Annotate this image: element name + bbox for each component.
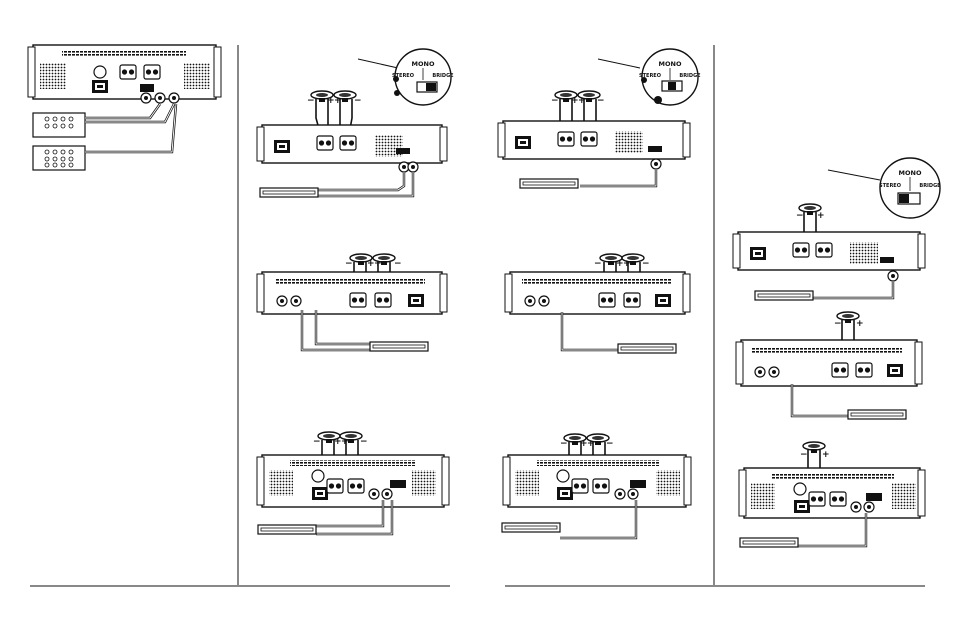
bridge-wiring-3u: − + (738, 441, 926, 548)
polarity-minus: − (307, 96, 315, 106)
polarity-plus: + (578, 96, 586, 106)
polarity-minus: − (642, 259, 650, 269)
polarity-plus: + (822, 450, 830, 460)
polarity-minus: − (594, 259, 602, 269)
mode-switch-callout: MONO STEREO BRIDGE (827, 157, 941, 219)
switch-label-stereo: STEREO (879, 183, 901, 189)
bridge-wiring-2u-alt: − + (735, 311, 923, 420)
switch-label-bridge: BRIDGE (679, 73, 701, 79)
switch-label-stereo: STEREO (392, 73, 414, 79)
polarity-minus: − (560, 439, 568, 449)
polarity-minus: − (606, 439, 614, 449)
polarity-minus: − (834, 319, 842, 329)
switch-label-bridge: BRIDGE (919, 183, 941, 189)
polarity-plus: + (623, 259, 631, 269)
source-unit-2 (32, 145, 86, 171)
polarity-plus: + (334, 96, 342, 106)
stereo-wiring-2u-alt: − + + − (256, 253, 448, 352)
stereo-wiring-2u: − + + − (256, 90, 448, 198)
switch-label-mono: MONO (899, 169, 922, 177)
polarity-minus: − (551, 96, 559, 106)
mode-switch-callout: MONO STEREO BRIDGE (597, 48, 701, 106)
parallel-wiring-2u-alt: − + + − (504, 253, 691, 354)
polarity-plus: + (367, 259, 375, 269)
polarity-plus: + (817, 211, 825, 221)
polarity-minus: − (345, 259, 353, 269)
polarity-minus: − (394, 259, 402, 269)
polarity-plus: + (580, 439, 588, 449)
polarity-plus: + (571, 96, 579, 106)
switch-label-mono: MONO (412, 60, 435, 68)
polarity-minus: − (360, 437, 368, 447)
dual-source-stereo-diagram (27, 44, 222, 171)
polarity-plus: + (334, 437, 342, 447)
switch-label-stereo: STEREO (639, 73, 661, 79)
polarity-minus: − (800, 450, 808, 460)
polarity-plus: + (587, 439, 595, 449)
parallel-wiring-3u: − + + − (501, 433, 692, 540)
parallel-wiring-2u: − + + − (497, 90, 691, 189)
stereo-wiring-3u: − + + − (256, 431, 450, 536)
polarity-plus: + (616, 259, 624, 269)
switch-label-bridge: BRIDGE (432, 73, 454, 79)
source-unit-1 (32, 112, 86, 138)
bridge-wiring-2u: − + (732, 203, 926, 301)
polarity-plus: + (341, 437, 349, 447)
polarity-plus: + (856, 319, 864, 329)
polarity-minus: − (354, 96, 362, 106)
polarity-minus: − (597, 96, 605, 106)
mode-switch-callout: MONO STEREO BRIDGE (357, 48, 454, 106)
polarity-minus: − (796, 211, 804, 221)
polarity-minus: − (313, 437, 321, 447)
polarity-plus: + (327, 96, 335, 106)
switch-label-mono: MONO (659, 60, 682, 68)
